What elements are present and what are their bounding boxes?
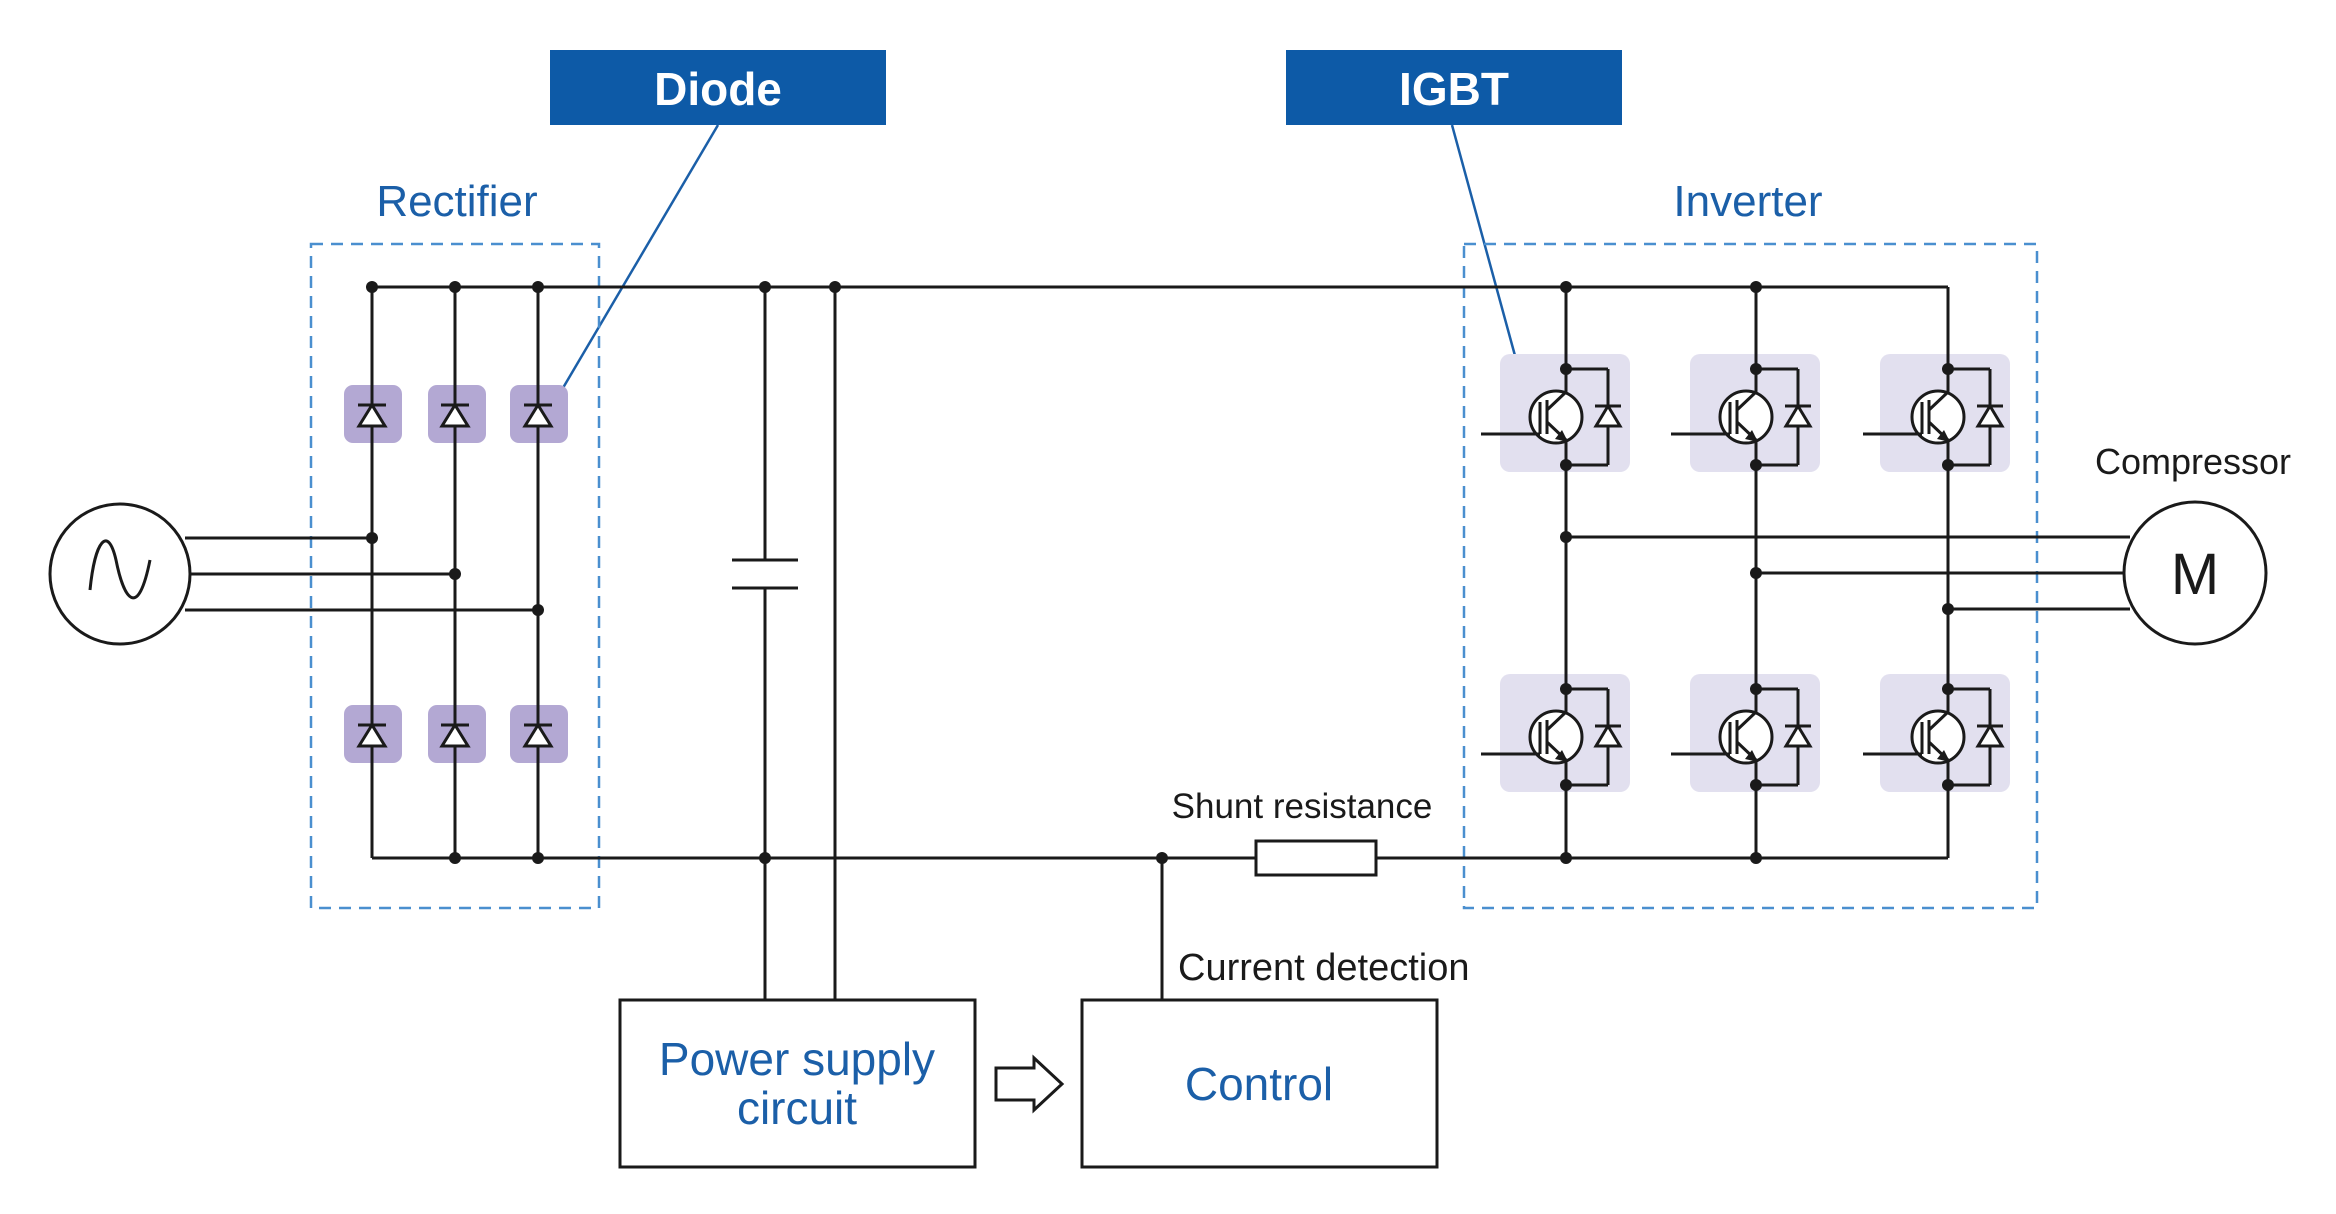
rectifier-title: Rectifier — [376, 177, 537, 226]
power-supply-block: Power supply circuit — [618, 998, 977, 1169]
motor-symbol: M — [2171, 542, 2219, 607]
compressor-label: Compressor — [2095, 441, 2291, 482]
power-supply-label-line1: Power supply — [659, 1033, 935, 1085]
inverter-box — [1462, 242, 2039, 910]
inverter-title: Inverter — [1673, 177, 1822, 226]
igbt-tag: IGBT — [1286, 50, 1622, 125]
capacitor-icon — [732, 558, 798, 590]
diode-tag: Diode — [550, 50, 886, 125]
igbt-tag-label: IGBT — [1399, 63, 1509, 115]
junction-dots — [366, 281, 1954, 864]
resistor-icon — [1254, 839, 1378, 877]
motor-icon: M — [2122, 500, 2268, 646]
power-supply-label-line2: circuit — [737, 1082, 857, 1134]
control-block: Control — [1080, 998, 1439, 1169]
arrow-right-icon — [994, 1054, 1065, 1114]
control-label: Control — [1185, 1058, 1333, 1110]
diode-leader-line — [558, 124, 720, 394]
ac-source-icon — [48, 502, 192, 646]
current-detection-label: Current detection — [1178, 947, 1470, 989]
rectifier-box — [309, 242, 601, 910]
shunt-label: Shunt resistance — [1172, 787, 1433, 826]
diode-tag-label: Diode — [654, 63, 782, 115]
